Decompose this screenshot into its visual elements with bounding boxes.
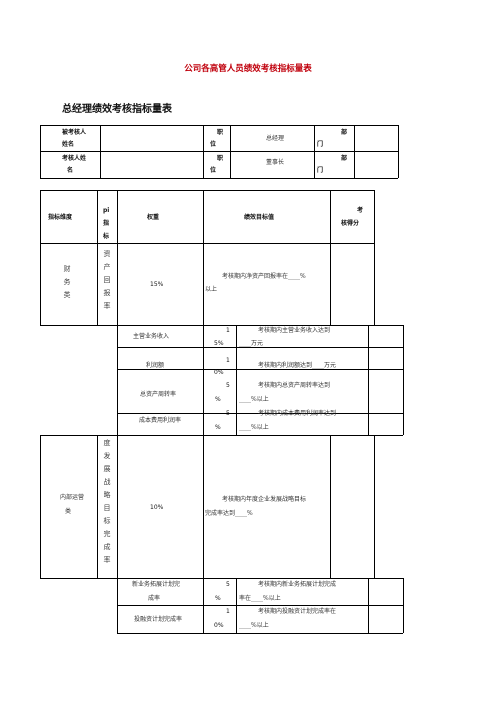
kpi-target: 考核期内主营业务收入达到 — [258, 327, 331, 334]
finance-weight: 15% — [150, 281, 164, 288]
dept-label-2: 门 — [317, 141, 324, 148]
kpi-name: 利润额 — [146, 362, 165, 369]
dept-label: 部 — [341, 129, 348, 136]
kpi-target-2: ____%以上 — [239, 622, 269, 629]
section-title: 总经理绩效考核指标量表 — [62, 104, 172, 115]
kpi-weight: 5 — [226, 382, 230, 389]
evaluatee-label-2: 姓名 — [62, 141, 75, 148]
kpi-target-2: ____万元 — [239, 340, 264, 347]
kpi-target-2: ____%以上 — [239, 424, 269, 431]
kpi-name: 主营业务收入 — [133, 333, 170, 340]
operations-target: 考核期内年度企业发展战略目标 — [222, 496, 307, 503]
kpi-target-2: 率在____%以上 — [239, 595, 281, 602]
kpi-name: 投融资计划完成率 — [134, 616, 183, 623]
position-label-2: 位 — [210, 167, 217, 174]
header-kpi: pi — [103, 207, 110, 214]
header-score-2: 核得分 — [341, 220, 360, 227]
operations-target-2: 完成率达到____% — [205, 510, 253, 517]
kpi-target: 考核期内投融资计划完成率在 — [258, 608, 337, 615]
header-dimension: 指标维度 — [48, 214, 73, 221]
header-kpi-3: 标 — [103, 233, 110, 240]
finance-target: 考核期内净资产回报率在____% — [222, 273, 306, 280]
header-weight: 权重 — [147, 214, 160, 221]
finance-kpi-vertical: 资 产 回 报 率 — [103, 250, 111, 310]
evaluator-label-2: 名 — [67, 167, 74, 174]
kpi-weight: 1 — [226, 327, 230, 334]
kpi-weight-2: 5% — [214, 340, 224, 347]
header-kpi-2: 指 — [103, 220, 110, 227]
kpi-weight: 1 — [226, 357, 230, 364]
position-label-2: 位 — [210, 141, 217, 148]
header-score: 考 — [357, 207, 364, 214]
position-label: 职 — [217, 129, 224, 136]
kpi-name-2: 成率 — [148, 595, 161, 602]
dept-label-2: 门 — [317, 167, 324, 174]
kpi-weight-2: % — [215, 396, 221, 403]
position-label: 职 — [217, 155, 224, 162]
finance-target-2: 以上 — [205, 286, 218, 293]
evaluatee-label: 被考核人 — [62, 129, 87, 136]
document-title: 公司各高管人员绩效考核指标量表 — [184, 64, 312, 74]
dept-label: 部 — [341, 155, 348, 162]
kpi-name: 新业务拓展计划完 — [132, 581, 181, 588]
operations-weight: 10% — [150, 504, 164, 511]
evaluator-label: 考核人姓 — [62, 155, 87, 162]
kpi-target: 考核期内总资产周转率达到 — [258, 382, 331, 389]
evaluator-position: 董事长 — [266, 159, 285, 166]
kpi-weight-2: 0% — [214, 622, 224, 629]
kpi-target: 考核期内成本费用利润率达到 — [258, 410, 337, 417]
kpi-target: 考核期内利润额达到____万元 — [258, 362, 337, 369]
evaluatee-position: 总经理 — [266, 135, 285, 142]
kpi-target: 考核期内新业务拓展计划完成 — [258, 581, 337, 588]
operations-category-2: 类 — [65, 508, 72, 515]
kpi-name: 成本费用利润率 — [139, 417, 182, 424]
kpi-target-2: ____%以上 — [239, 396, 269, 403]
operations-category: 内部运营 — [60, 494, 85, 501]
header-target: 绩效目标值 — [244, 214, 275, 221]
finance-category: 财 务 类 — [63, 265, 71, 299]
kpi-weight: 1 — [226, 608, 230, 615]
kpi-weight-2: % — [215, 595, 221, 602]
kpi-weight: 5 — [226, 410, 230, 417]
operations-kpi-vertical: 度 发 展 战 略 目 标 完 成 率 — [103, 439, 111, 564]
kpi-weight-2: % — [215, 424, 221, 431]
kpi-name: 总资产周转率 — [140, 391, 177, 398]
kpi-weight: 5 — [226, 581, 230, 588]
kpi-weight-2: 0% — [214, 369, 224, 376]
